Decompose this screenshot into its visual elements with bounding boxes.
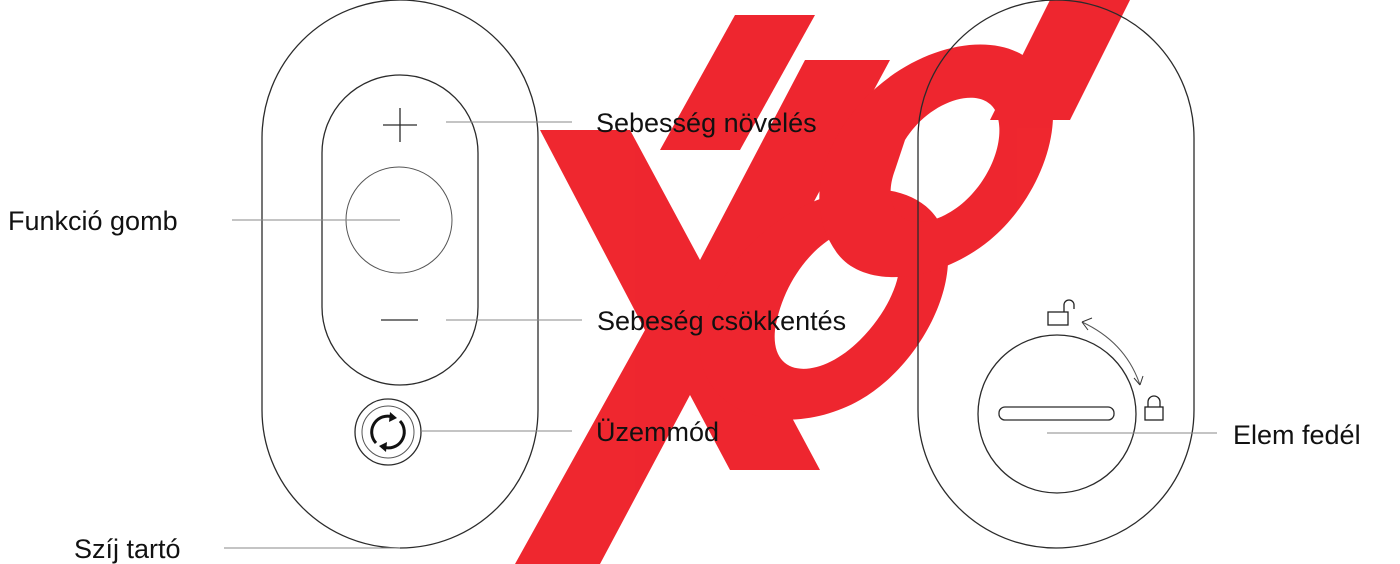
- watermark: xiaoi: [515, 0, 1130, 564]
- label-speed-down: Sebeség csökkentés: [597, 306, 846, 336]
- remote-front: [261, 0, 539, 549]
- cycle-arrows-icon: [370, 412, 406, 452]
- watermark-o: [819, 44, 1054, 278]
- remote-back: [917, 0, 1195, 549]
- speed-up-button[interactable]: [383, 108, 417, 142]
- watermark-x: [515, 60, 890, 564]
- label-speed-up: Sebesség növelés: [596, 108, 817, 138]
- watermark-i2: [990, 0, 1130, 120]
- battery-cover[interactable]: [977, 334, 1137, 494]
- rotate-arrow: [1081, 321, 1141, 386]
- label-mode: Üzemmód: [596, 417, 719, 447]
- leader-lines: [224, 121, 1217, 549]
- watermark-i: [660, 15, 815, 150]
- mode-button[interactable]: [354, 398, 422, 466]
- button-panel: [321, 74, 479, 386]
- remote-back-body: [917, 0, 1195, 549]
- label-battery-cover: Elem fedél: [1233, 420, 1361, 450]
- label-function-button: Funkció gomb: [8, 206, 178, 236]
- battery-cover-slot: [998, 406, 1115, 421]
- unlocked-padlock-icon: [1047, 299, 1075, 326]
- watermark-a: [699, 189, 949, 420]
- remote-front-body: [261, 0, 539, 549]
- label-strap-holder: Szíj tartó: [74, 534, 181, 564]
- locked-padlock-icon: [1144, 395, 1164, 421]
